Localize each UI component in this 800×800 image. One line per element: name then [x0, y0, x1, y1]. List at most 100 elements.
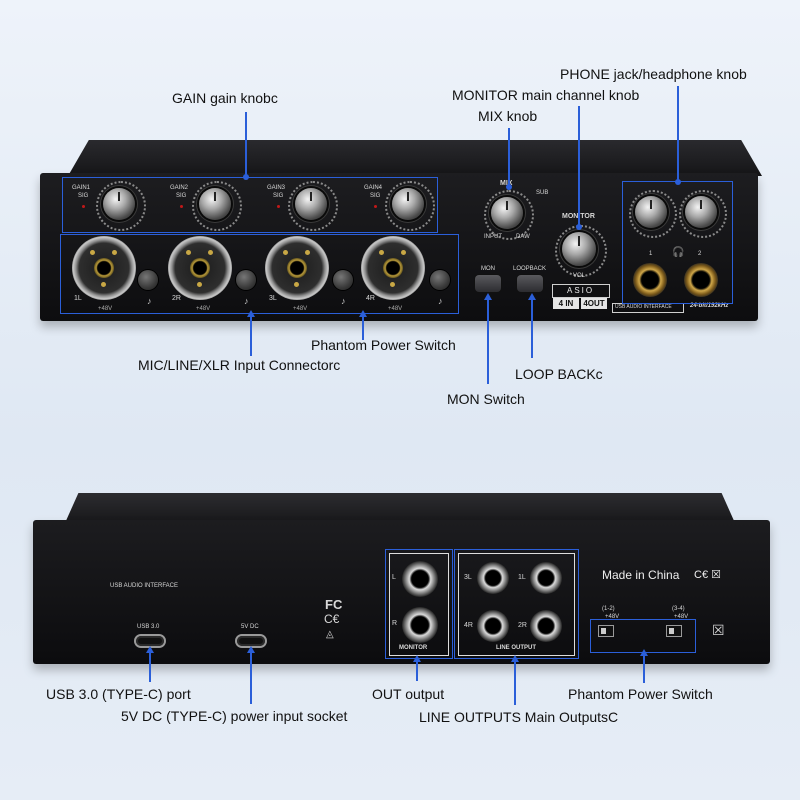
phantom-back-line [643, 651, 645, 683]
monitor-knob[interactable] [562, 232, 596, 266]
input1-label: 1L [74, 295, 82, 302]
phone2-knob[interactable] [685, 196, 717, 228]
dc-c-port[interactable] [237, 636, 265, 646]
gain4-knob[interactable] [392, 188, 424, 220]
mon-switch-arrow [484, 293, 492, 300]
usb-port-label: USB 3.0 [137, 624, 160, 630]
mix-callout-line [508, 128, 510, 186]
mix-label: MIX [500, 180, 513, 187]
phantom1-label: +48V [98, 306, 113, 312]
monitor-callout-line [578, 106, 580, 226]
mix-input-label: INPUT [484, 234, 502, 240]
line-output-label: LINE OUTPUT [496, 645, 536, 651]
gain-callout: GAIN gain knobc [172, 90, 278, 106]
loopback-arrow [528, 293, 536, 300]
mic-icon: ♪ [244, 296, 249, 306]
gain2-knob[interactable] [199, 188, 231, 220]
sig3-label: SIG [273, 193, 284, 199]
mix-callout-dot [506, 184, 512, 190]
usb-c-port[interactable] [136, 636, 164, 646]
out-callout: OUT output [372, 686, 445, 702]
loopback-button[interactable] [517, 275, 543, 292]
line-out-4r[interactable] [477, 610, 509, 642]
out-2r-label: 2R [518, 622, 527, 629]
gain1-scale [96, 181, 146, 231]
phantom-switch-4[interactable] [430, 270, 450, 290]
mix-scale [484, 190, 534, 240]
spec-text: 24-bit/192kHz [690, 303, 729, 309]
phone1-scale [629, 190, 677, 238]
rcm-mark-icon: ◬ [326, 629, 334, 640]
out-3l-label: 3L [464, 574, 472, 581]
phone2-scale [679, 190, 727, 238]
line-outputs-callout-line [514, 657, 516, 705]
mix-knob[interactable] [491, 197, 523, 229]
gain4-scale [385, 181, 435, 231]
phantom-front-arrow [359, 310, 367, 317]
phone1-knob[interactable] [635, 196, 667, 228]
headphone-icon: 🎧 [672, 247, 685, 258]
out-chip: 4OUT [581, 298, 607, 309]
dc-callout-arrow [247, 646, 255, 653]
phantom-switch-1[interactable] [138, 270, 158, 290]
sig2-led [180, 205, 183, 208]
usb-audio-text: USB AUDIO INTERFACE [615, 304, 672, 310]
phantom-switch-34[interactable] [667, 626, 681, 636]
out-1l-label: 1L [518, 574, 526, 581]
line-out-1l[interactable] [530, 562, 562, 594]
phantom-back-arrow [640, 649, 648, 656]
dc-port-label: 5V DC [241, 624, 259, 630]
phantom2-label: +48V [196, 306, 211, 312]
xlr-input-3[interactable] [265, 236, 329, 300]
switch-34-label: (3-4) [672, 606, 685, 612]
loopback-button-label: LOOPBACK [513, 266, 547, 272]
usb-audio-badge: USB AUDIO INTERFACE [612, 303, 684, 313]
gain3-knob[interactable] [295, 188, 327, 220]
phone-jack-2[interactable] [684, 263, 718, 297]
loopback-line [531, 296, 533, 358]
gain1-label: GAIN1 [72, 185, 91, 191]
phantom3-label: +48V [293, 306, 308, 312]
gain3-label: GAIN3 [267, 185, 286, 191]
phone-jack-1[interactable] [633, 263, 667, 297]
phone-callout-dot [675, 179, 681, 185]
input-highlight-box [60, 234, 459, 314]
out-callout-arrow [413, 655, 421, 662]
mon-button-label: MON [481, 266, 495, 272]
cert-marks: C€ ☒ [694, 569, 721, 581]
dc-callout-line [250, 648, 252, 704]
gain-highlight-box [62, 177, 438, 233]
gain1-knob[interactable] [103, 188, 135, 220]
switch-34-v: +48V [674, 614, 689, 620]
monitor-r-label: R [392, 620, 398, 627]
input3-label: 3L [269, 295, 277, 302]
monitor-l-label: L [392, 574, 396, 581]
line-outputs-callout: LINE OUTPUTS Main OutputsC [419, 709, 619, 725]
phantom-switch-3[interactable] [333, 270, 353, 290]
gain3-scale [288, 181, 338, 231]
input4-label: 4R [366, 295, 375, 302]
phantom-switch-12[interactable] [599, 626, 613, 636]
sig4-label: SIG [370, 193, 381, 199]
monitor-callout: MONITOR main channel knob [452, 87, 640, 103]
usb-callout: USB 3.0 (TYPE-C) port [46, 686, 191, 702]
phantom-back-highlight-box [590, 619, 696, 653]
mon-button[interactable] [475, 275, 501, 292]
input2-label: 2R [172, 295, 181, 302]
gain-callout-line [245, 112, 247, 177]
made-in-china: Made in China [602, 568, 680, 582]
phone1-label: 1 [649, 251, 653, 257]
guitar-icon: ♪ [147, 296, 152, 306]
out-callout-line [416, 657, 418, 681]
mic-input-callout: MIC/LINE/XLR Input Connectorc [138, 357, 341, 373]
monitor-l-jack[interactable] [402, 561, 438, 597]
line-out-2r[interactable] [530, 610, 562, 642]
out-4r-label: 4R [464, 622, 473, 629]
xlr-input-2[interactable] [168, 236, 232, 300]
xlr-input-4[interactable] [361, 236, 425, 300]
phantom-switch-2[interactable] [236, 270, 256, 290]
xlr-input-1[interactable] [72, 236, 136, 300]
gain4-label: GAIN4 [364, 185, 383, 191]
monitor-r-jack[interactable] [402, 607, 438, 643]
line-out-3l[interactable] [477, 562, 509, 594]
